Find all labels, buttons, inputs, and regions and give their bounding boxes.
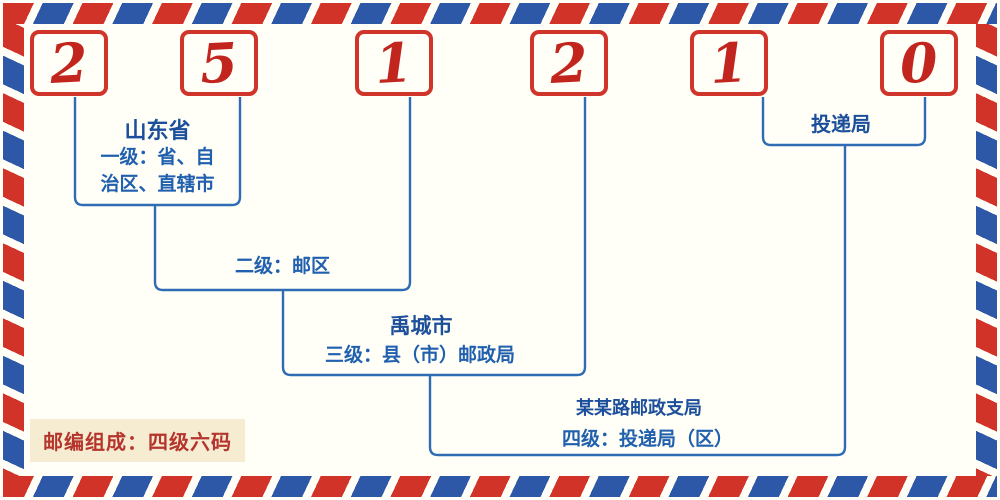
- level1-description: 一级：省、自 治区、直辖市: [70, 144, 245, 198]
- airmail-stripe-border-top: [3, 3, 997, 24]
- digit-box-4: 2: [530, 30, 608, 96]
- digit-box-5: 1: [690, 30, 768, 96]
- level3-city-name: 禹城市: [389, 314, 453, 338]
- level2-description: 二级：邮区: [234, 255, 330, 277]
- digit-box-3: 1: [355, 30, 433, 96]
- digit-box-6: 0: [880, 30, 958, 96]
- digit-1: 2: [48, 30, 90, 96]
- level1-description-line2: 治区、直辖市: [100, 173, 215, 195]
- level4-description: 四级：投递局（区）: [561, 428, 733, 450]
- postal-code-composition-note: 邮编组成：四级六码: [30, 419, 245, 462]
- digit-box-2: 5: [180, 30, 258, 96]
- airmail-stripe-border-left: [3, 3, 24, 497]
- digit-5: 1: [708, 30, 750, 96]
- digit-2: 5: [198, 30, 240, 96]
- airmail-stripe-border-right: [976, 3, 997, 497]
- level3-description: 三级：县（市）邮政局: [324, 344, 515, 366]
- level1-description-line1: 一级：省、自: [100, 146, 215, 168]
- digit-3: 1: [373, 30, 415, 96]
- digit-4: 2: [548, 30, 590, 96]
- airmail-stripe-border-bottom: [3, 476, 997, 497]
- level1-region-name: 山东省: [124, 119, 191, 144]
- delivery-office-label: 投递局: [811, 112, 871, 136]
- digit-box-1: 2: [30, 30, 108, 96]
- level4-branch-name: 某某路邮政支局: [576, 398, 702, 419]
- digit-6: 0: [898, 30, 940, 96]
